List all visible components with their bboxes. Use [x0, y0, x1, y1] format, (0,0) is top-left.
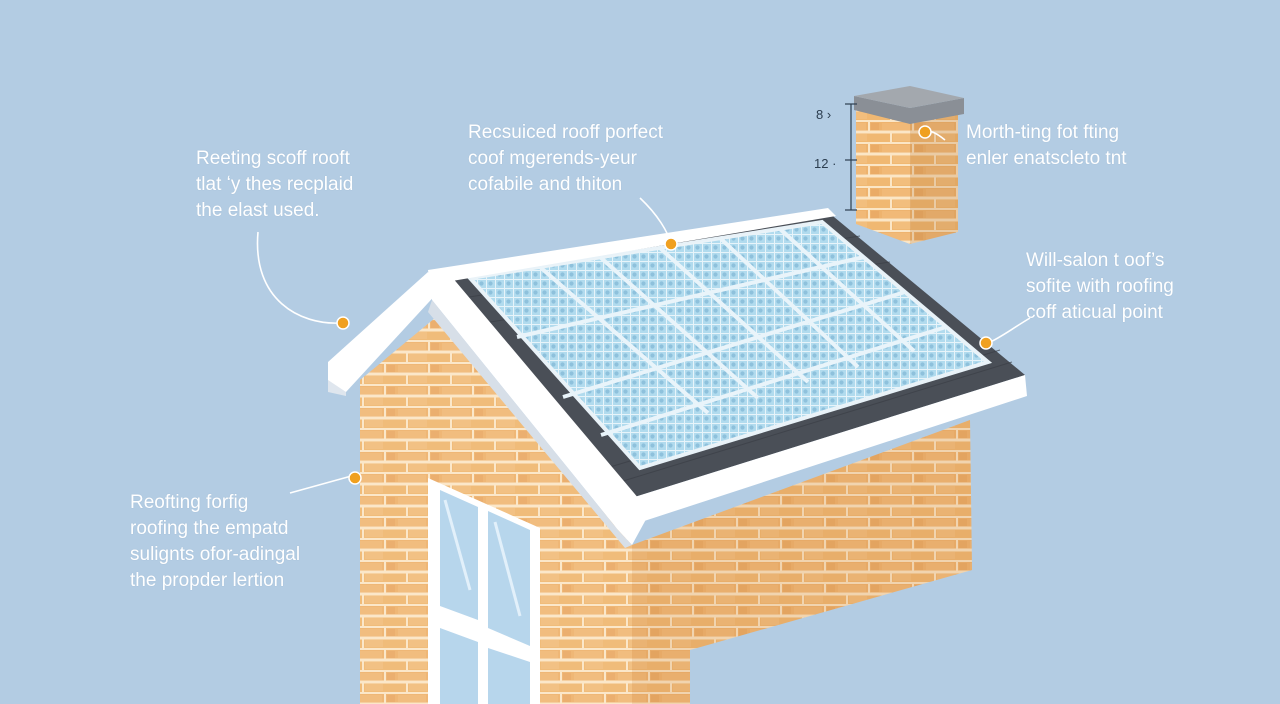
callout-dot-icon	[918, 125, 932, 139]
dimension-marker	[845, 103, 857, 211]
callout-dot-icon	[348, 471, 362, 485]
right-eave-fascia	[625, 375, 1027, 525]
side-wall	[632, 420, 972, 704]
callout-bottom-left: Reofting forfig roofing the empatd sulig…	[130, 492, 301, 591]
callout-dot-icon	[336, 316, 350, 330]
dimension-label-upper: 8 ›	[816, 107, 832, 122]
callout-dot-icon	[664, 237, 678, 251]
callout-mid-right: Will-salon t oof’s sofite with roofing c…	[1026, 250, 1174, 323]
callout-top-right: Morth-ting fot fting enler enatscleto tn…	[966, 122, 1127, 169]
callout-top-center: Recsuiced rooff porfect coof mgerends-ye…	[468, 122, 664, 195]
callout-dot-icon	[979, 336, 993, 350]
gable-trim	[428, 270, 650, 545]
callout-top-left: Reeting scoff rooft tlat ʻy thes recplai…	[196, 148, 354, 221]
solar-panel-array	[466, 219, 993, 471]
left-roof-fascia	[328, 272, 440, 392]
window	[428, 478, 540, 704]
chimney-icon	[854, 86, 964, 244]
callout-dots	[336, 125, 993, 485]
dimension-label-lower: 12 ·	[814, 156, 837, 171]
